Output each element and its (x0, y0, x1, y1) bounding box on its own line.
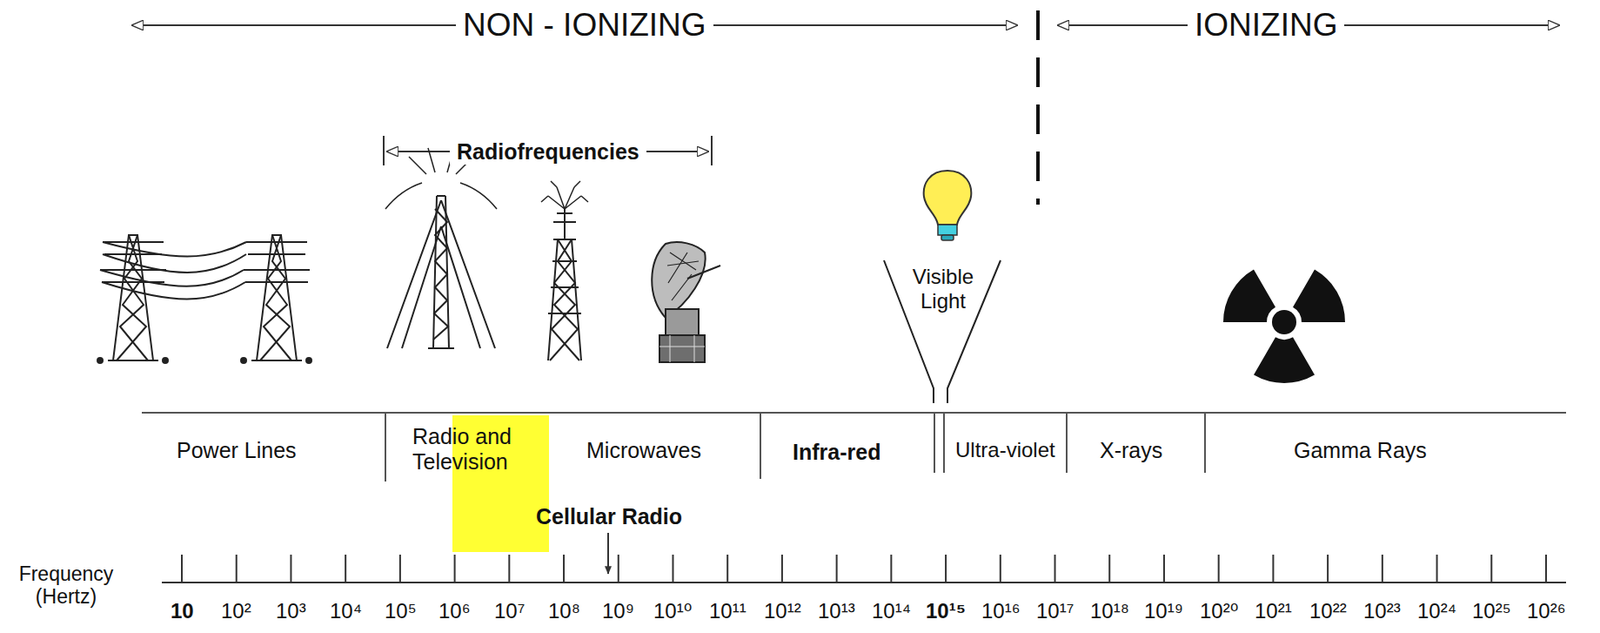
tick-label: 10¹² (763, 598, 802, 623)
axis-tick (1381, 554, 1384, 583)
band-label: Ultra-violet (955, 437, 1056, 462)
tick-label: 10²⁴ (1417, 598, 1457, 623)
axis-tick (617, 554, 620, 583)
band-label: Radio and Television (412, 423, 535, 475)
band-row (141, 412, 1567, 482)
cellular-pointer (607, 532, 610, 574)
axis-tick (399, 554, 402, 583)
axis-tick (508, 554, 510, 583)
tick-label: 10² (220, 598, 252, 623)
tick-label: 10¹⁷ (1036, 598, 1074, 623)
tick-label: 10⁴ (329, 598, 362, 623)
divider-dashed (1036, 10, 1040, 205)
rf-bracket (383, 135, 712, 166)
tick-label: 10²⁰ (1199, 598, 1239, 623)
tick-label: 10¹³ (817, 598, 856, 623)
axis-tick (726, 554, 729, 583)
tick-label: 10⁷ (494, 598, 525, 623)
tick-label: 10¹⁸ (1090, 598, 1130, 623)
light-bulb (923, 170, 972, 241)
radio-tower (385, 147, 497, 349)
axis-tick (1490, 554, 1493, 583)
radiation-symbol (1223, 268, 1360, 402)
axis-tick (1054, 554, 1057, 583)
tick-label: 10²¹ (1254, 598, 1293, 623)
frequency-axis (161, 554, 1567, 583)
axis-tick (836, 554, 838, 583)
tick-label: 10³ (275, 598, 307, 623)
visible-funnel (883, 260, 1001, 403)
axis-tick (1271, 554, 1274, 583)
axis-tick (235, 554, 238, 583)
tick-label: 10²⁵ (1472, 598, 1512, 623)
axis-tick (890, 554, 892, 583)
tick-label: 10²² (1309, 598, 1347, 623)
axis-tick (1218, 554, 1220, 583)
band-label: Gamma Rays (1293, 437, 1427, 463)
tick-label: 10⁶ (438, 598, 471, 623)
annotation-label: Frequency (Hertz) (9, 562, 123, 609)
axis-tick (1108, 554, 1111, 583)
tick-label: 10¹⁶ (981, 598, 1021, 623)
axis-tick (1436, 554, 1439, 583)
axis-tick (999, 554, 1002, 583)
axis-tick (671, 554, 674, 583)
axis-tick (562, 554, 565, 583)
range-label: NON - IONIZING (455, 6, 714, 45)
tick-label: 10¹¹ (709, 598, 747, 623)
band-label: Power Lines (176, 437, 297, 463)
tick-label: 10¹⁰ (653, 598, 692, 623)
band-label: Microwaves (586, 437, 702, 463)
satellite-dish (651, 241, 721, 362)
power-towers (97, 234, 312, 363)
axis-tick (180, 554, 183, 583)
band-label: X-rays (1099, 437, 1163, 463)
range-label: IONIZING (1187, 6, 1345, 45)
axis-tick (781, 554, 784, 583)
tick-label: 10 (170, 598, 195, 623)
axis-tick (1163, 554, 1165, 583)
tick-label: 10¹⁹ (1144, 598, 1184, 623)
axis-tick (1545, 554, 1547, 583)
tick-label: 10⁵ (384, 598, 417, 623)
axis-tick (1326, 554, 1329, 583)
tick-label: 10²³ (1363, 598, 1401, 623)
tick-label: 10⁸ (548, 598, 581, 623)
axis-tick (454, 554, 456, 583)
tick-label: 10¹⁴ (871, 598, 911, 623)
tick-label: 10⁹ (602, 598, 635, 623)
axis-tick (344, 554, 347, 583)
annotation-label: Visible Light (903, 264, 983, 313)
tick-label: 10²⁶ (1526, 598, 1567, 623)
band-label: Infra-red (792, 439, 881, 465)
cellular-tower (541, 180, 589, 361)
tick-label: 10¹⁵ (925, 598, 966, 623)
range-label: Radiofrequencies (449, 139, 647, 165)
annotation-label: Cellular Radio (535, 503, 683, 529)
axis-tick (289, 554, 292, 583)
axis-tick (944, 554, 947, 583)
